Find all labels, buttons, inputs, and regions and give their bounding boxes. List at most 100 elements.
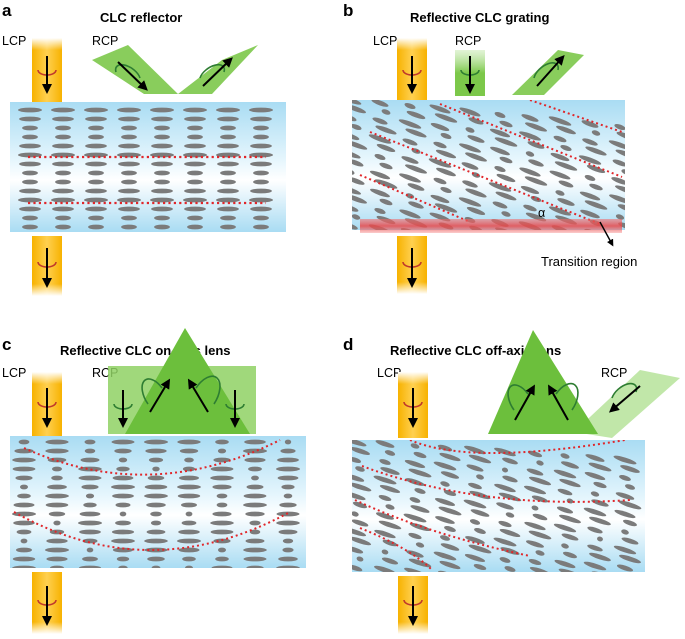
- circular-polarization-arrow-icon: [402, 248, 422, 288]
- lc-molecule: [249, 529, 261, 535]
- lc-molecule: [84, 448, 96, 454]
- lc-molecule: [404, 164, 428, 174]
- lc-molecule: [52, 161, 74, 167]
- lc-molecule: [578, 155, 602, 165]
- lc-molecule: [406, 110, 426, 120]
- lc-molecule: [589, 516, 611, 526]
- propagation-arrow-icon: [514, 384, 535, 421]
- lc-molecule: [526, 468, 544, 476]
- lc-molecule: [524, 176, 548, 186]
- lc-molecule: [382, 539, 398, 547]
- panel-title: Reflective CLC off-axis lens: [390, 343, 561, 358]
- lc-molecule: [616, 131, 625, 141]
- lc-molecule: [465, 188, 487, 198]
- alpha-angle-label: α: [538, 206, 545, 220]
- circular-polarization-arrow-icon: [225, 390, 245, 428]
- lc-molecule: [617, 581, 633, 590]
- lc-molecule: [553, 135, 567, 143]
- lc-molecule: [619, 589, 642, 601]
- lc-molecule: [276, 520, 300, 526]
- lc-molecule: [352, 114, 357, 122]
- lc-molecule: [12, 556, 36, 562]
- circular-polarization-arrow-icon: [507, 384, 535, 421]
- lc-molecule: [368, 134, 392, 144]
- lc-molecule: [147, 556, 165, 562]
- lc-molecule: [181, 502, 197, 508]
- lc-molecule: [220, 224, 236, 230]
- lc-molecule: [561, 543, 569, 549]
- lc-molecule: [182, 556, 196, 562]
- lc-molecule: [177, 439, 201, 445]
- lc-molecule: [500, 547, 520, 555]
- lc-molecule: [187, 215, 203, 221]
- lc-molecule: [84, 197, 108, 203]
- lc-molecule: [19, 188, 41, 194]
- lc-molecule: [187, 224, 203, 230]
- lc-molecule: [381, 557, 399, 565]
- circular-polarization-arrow-icon: [608, 382, 641, 413]
- lc-molecule: [84, 152, 108, 158]
- lc-molecules: [352, 100, 625, 250]
- lc-molecule: [385, 504, 395, 510]
- lc-molecule: [379, 198, 393, 206]
- circular-polarization-arrow-icon: [141, 378, 171, 413]
- lc-molecule: [280, 448, 296, 454]
- lc-molecule: [46, 538, 68, 544]
- lc-molecule: [185, 511, 193, 517]
- circular-polarization-arrow-icon: [113, 390, 133, 428]
- lc-molecule: [404, 459, 426, 469]
- lc-molecule: [523, 485, 547, 495]
- lc-molecule: [12, 457, 36, 463]
- lc-molecule: [524, 521, 546, 531]
- lc-molecule: [177, 484, 201, 490]
- lc-molecule: [523, 204, 537, 212]
- lc-molecule: [410, 443, 420, 449]
- lc-molecule: [22, 170, 38, 176]
- lc-molecule: [557, 488, 573, 496]
- lc-molecule: [276, 565, 300, 568]
- lc-molecule: [352, 546, 364, 554]
- lc-molecule: [501, 211, 511, 217]
- lc-molecule: [408, 532, 422, 540]
- lc-molecule: [250, 206, 272, 212]
- lc-molecule: [470, 580, 490, 590]
- lc-molecule: [151, 206, 173, 212]
- lc-molecule: [375, 232, 398, 244]
- lc-molecule: [440, 133, 452, 139]
- lc-molecule: [184, 143, 206, 149]
- lc-molecule: [612, 159, 625, 167]
- lc-molecule: [617, 204, 625, 212]
- lc-molecule: [520, 185, 540, 195]
- lc-molecule: [437, 239, 456, 250]
- lc-molecule: [88, 179, 104, 185]
- lc-molecule: [619, 475, 631, 481]
- lc-molecule: [121, 125, 137, 131]
- lc-molecule: [84, 439, 96, 445]
- lc-molecule: [621, 169, 625, 175]
- lc-molecule: [528, 558, 542, 566]
- lc-molecule: [505, 512, 515, 518]
- lc-molecule: [248, 466, 262, 472]
- lc-molecule: [217, 116, 239, 122]
- panel-d: d Reflective CLC off-axis lens LCP RCP: [343, 330, 680, 634]
- lc-molecule: [583, 561, 607, 571]
- lc-molecule: [154, 179, 170, 185]
- lc-molecule: [85, 161, 107, 167]
- panel-b: b Reflective CLC grating LCP RCP α Trans…: [343, 1, 637, 294]
- lc-molecule: [253, 134, 269, 140]
- lc-molecule: [559, 514, 581, 524]
- lc-molecule: [529, 584, 550, 595]
- lc-molecule: [111, 529, 135, 535]
- lc-molecule: [88, 134, 104, 140]
- lc-molecule: [18, 439, 30, 445]
- lc-molecule: [476, 474, 484, 480]
- lc-molecule: [352, 474, 365, 482]
- lc-molecule: [22, 125, 38, 131]
- lc-molecule: [13, 502, 35, 508]
- lc-molecule: [374, 529, 396, 539]
- lc-molecule: [398, 119, 422, 129]
- lc-molecule: [408, 468, 432, 478]
- lc-molecule: [249, 197, 273, 203]
- lc-molecule: [112, 493, 134, 499]
- lc-molecule: [556, 506, 574, 514]
